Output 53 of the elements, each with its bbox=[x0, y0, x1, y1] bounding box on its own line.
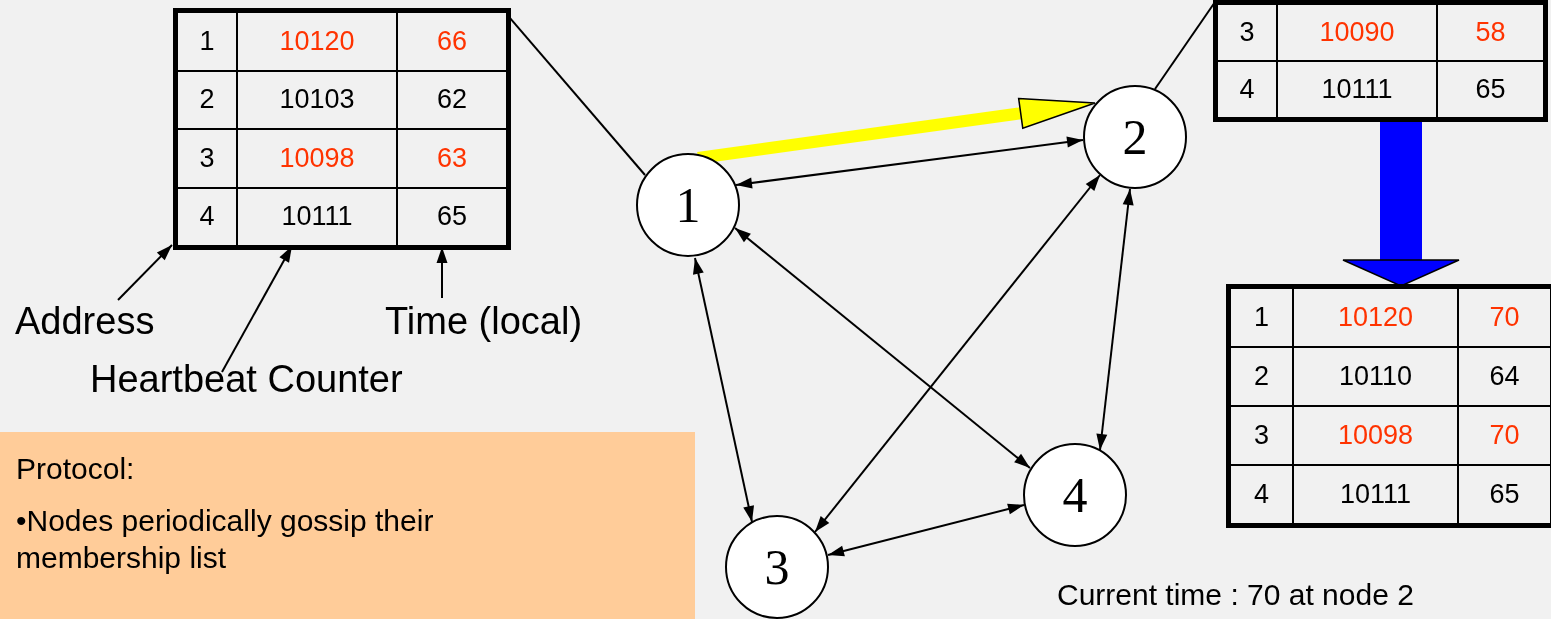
table-cell: 10111 bbox=[1277, 61, 1437, 118]
table-cell: 2 bbox=[1230, 347, 1293, 406]
table-cell: 10098 bbox=[237, 129, 397, 188]
table-cell: 4 bbox=[177, 187, 237, 246]
table-cell: 3 bbox=[1217, 4, 1277, 61]
table-cell: 64 bbox=[1458, 347, 1551, 406]
membership-table bbox=[1226, 284, 1551, 528]
table-cell: 10120 bbox=[237, 12, 397, 71]
table-cell: 4 bbox=[1217, 61, 1277, 118]
table-cell: 70 bbox=[1458, 406, 1551, 465]
table-cell: 65 bbox=[397, 187, 507, 246]
table-cell: 3 bbox=[177, 129, 237, 188]
table-cell: 2 bbox=[177, 70, 237, 129]
membership-table bbox=[173, 8, 511, 250]
note-heading: Protocol: bbox=[16, 451, 136, 487]
arrow bbox=[827, 503, 1025, 557]
table-cell: 10110 bbox=[1293, 347, 1458, 406]
note-text: Current time : 70 at node 2 bbox=[1057, 578, 1414, 612]
block-arrow bbox=[697, 97, 1096, 164]
table-cell: 65 bbox=[1437, 61, 1544, 118]
arrow bbox=[117, 244, 173, 301]
table-cell: 65 bbox=[1458, 465, 1551, 524]
arrow bbox=[734, 227, 1031, 469]
arrow bbox=[735, 136, 1084, 189]
table-cell: 1 bbox=[177, 12, 237, 71]
node-circle: 3 bbox=[725, 515, 829, 619]
table-cell: 70 bbox=[1458, 288, 1551, 347]
table-cell: 58 bbox=[1437, 4, 1544, 61]
node-circle: 4 bbox=[1023, 443, 1127, 547]
annotation-text: Address bbox=[15, 300, 155, 344]
annotation-text: Time (local) bbox=[385, 300, 583, 344]
table-cell: 63 bbox=[397, 129, 507, 188]
membership-table bbox=[1213, 0, 1548, 122]
table-cell: 10098 bbox=[1293, 406, 1458, 465]
table-cell: 10103 bbox=[237, 70, 397, 129]
table-cell: 66 bbox=[397, 12, 507, 71]
block-arrow bbox=[1342, 121, 1460, 287]
table-cell: 3 bbox=[1230, 406, 1293, 465]
table-cell: 1 bbox=[1230, 288, 1293, 347]
arrow bbox=[1096, 188, 1134, 451]
node-circle: 2 bbox=[1083, 85, 1187, 189]
arrow bbox=[814, 174, 1101, 533]
arrow bbox=[693, 257, 754, 523]
note-box bbox=[0, 432, 695, 619]
table-cell: 10090 bbox=[1277, 4, 1437, 61]
table-cell: 10111 bbox=[237, 187, 397, 246]
bullet-text: •Nodes periodically gossip their membership list bbox=[16, 502, 435, 576]
annotation-text: Heartbeat Counter bbox=[90, 358, 403, 402]
table-cell: 10120 bbox=[1293, 288, 1458, 347]
table-cell: 10111 bbox=[1293, 465, 1458, 524]
table-cell: 62 bbox=[397, 70, 507, 129]
node-circle: 1 bbox=[636, 153, 740, 257]
table-cell: 4 bbox=[1230, 465, 1293, 524]
